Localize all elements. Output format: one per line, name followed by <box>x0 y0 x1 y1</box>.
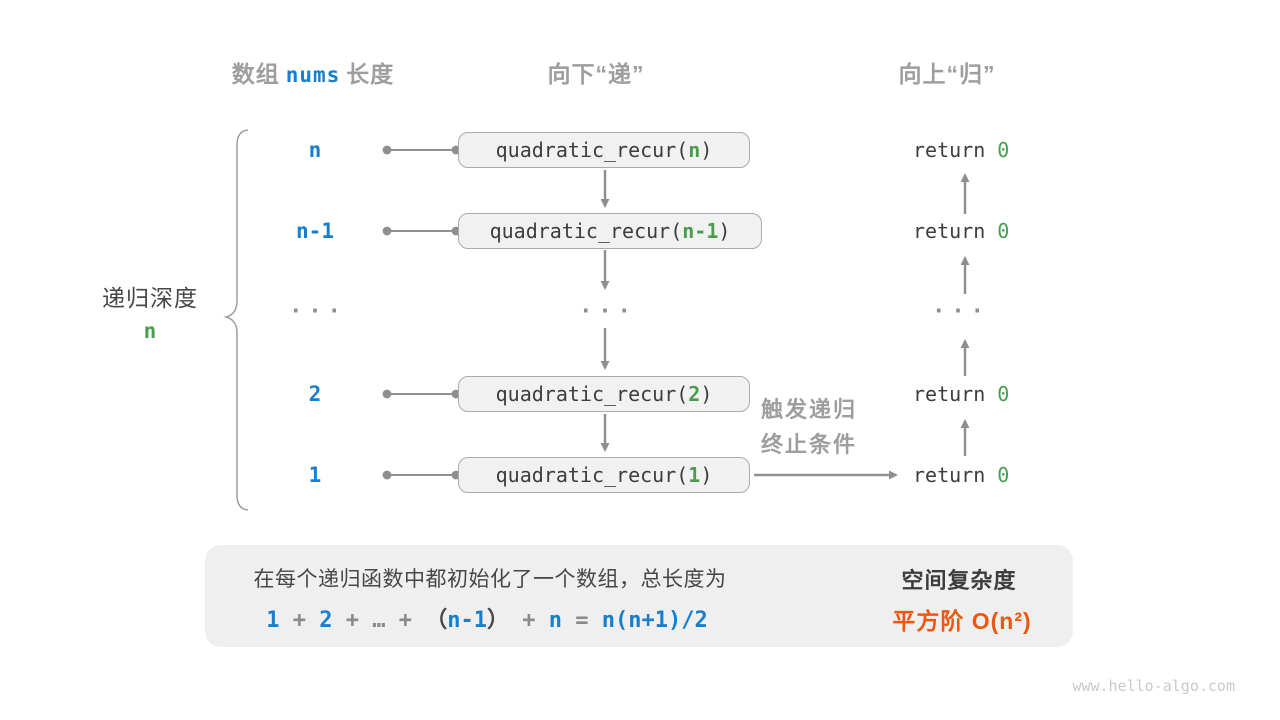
formula-token: = <box>562 608 602 633</box>
formula-token: n(n+1)/2 <box>601 608 708 633</box>
return-value: 0 <box>997 138 1010 162</box>
call-box-2: quadratic_recur(2) <box>458 376 750 412</box>
depth-value-n: n <box>308 138 322 162</box>
formula-token: n <box>548 608 563 633</box>
return-ellipsis: ... <box>932 293 990 319</box>
call-box-1: quadratic_recur(1) <box>458 457 750 493</box>
call-paren: ) <box>700 382 713 406</box>
column-header-return-up: 向上“归” <box>898 61 996 87</box>
column-header-recurse-down: 向下“递” <box>547 61 645 87</box>
call-box-n1: quadratic_recur(n-1) <box>458 213 762 249</box>
base-case-label-line2: 终止条件 <box>760 432 858 457</box>
formula-token: ） <box>487 607 510 632</box>
return-keyword: return <box>913 219 998 243</box>
call-arg: n <box>688 138 701 162</box>
formula-token: 1 <box>266 608 280 633</box>
depth-value-1: 1 <box>308 463 322 487</box>
space-complexity-value: 平方阶 O(n²) <box>892 608 1032 634</box>
call-text: quadratic_recur( <box>495 463 689 487</box>
return-keyword: return <box>913 463 998 487</box>
return-statement: return 0 <box>913 382 1009 406</box>
connector-line <box>382 145 461 480</box>
call-text: quadratic_recur( <box>489 219 683 243</box>
header-left-suffix: 长度 <box>346 61 395 87</box>
call-text: quadratic_recur( <box>495 138 689 162</box>
space-complexity-title: 空间复杂度 <box>901 568 1017 593</box>
depth-value-n1: n-1 <box>296 219 334 243</box>
return-statement: return 0 <box>913 219 1009 243</box>
formula-token: + <box>509 608 549 633</box>
depth-brace-icon <box>223 129 249 511</box>
formula-token: … <box>372 608 386 633</box>
call-text: quadratic_recur( <box>495 382 689 406</box>
summary-panel <box>205 545 1073 647</box>
summary-formula: 1 + 2 + … + （n-1） + n = n(n+1)/2 <box>266 602 708 634</box>
header-nums-code: nums <box>285 63 341 87</box>
return-statement: return 0 <box>913 138 1009 162</box>
depth-ellipsis: ... <box>289 293 347 319</box>
formula-token: 2 <box>319 608 333 633</box>
watermark: www.hello-algo.com <box>1072 677 1235 695</box>
return-value: 0 <box>997 219 1010 243</box>
call-paren: ) <box>700 138 713 162</box>
header-left-prefix: 数组 <box>231 61 280 87</box>
formula-token: + <box>332 608 373 633</box>
formula-token: n-1 <box>447 608 488 633</box>
return-statement: return 0 <box>913 463 1009 487</box>
formula-token: + <box>385 608 426 633</box>
call-arg: 1 <box>688 463 701 487</box>
call-ellipsis: ... <box>579 293 637 319</box>
depth-value-2: 2 <box>308 382 322 406</box>
call-box-n: quadratic_recur(n) <box>458 132 750 168</box>
summary-text: 在每个递归函数中都初始化了一个数组，总长度为 <box>253 568 727 591</box>
return-keyword: return <box>913 382 998 406</box>
depth-brace-label: 递归深度 <box>102 285 198 311</box>
return-value: 0 <box>997 463 1010 487</box>
call-paren: ) <box>700 463 713 487</box>
formula-token: （ <box>425 607 448 632</box>
formula-token: + <box>279 608 320 633</box>
call-paren: ) <box>718 219 731 243</box>
return-keyword: return <box>913 138 998 162</box>
call-arg: 2 <box>688 382 701 406</box>
return-value: 0 <box>997 382 1010 406</box>
call-arg: n-1 <box>682 219 719 243</box>
depth-brace-value: n <box>143 319 157 343</box>
base-case-label-line1: 触发递归 <box>760 397 858 422</box>
